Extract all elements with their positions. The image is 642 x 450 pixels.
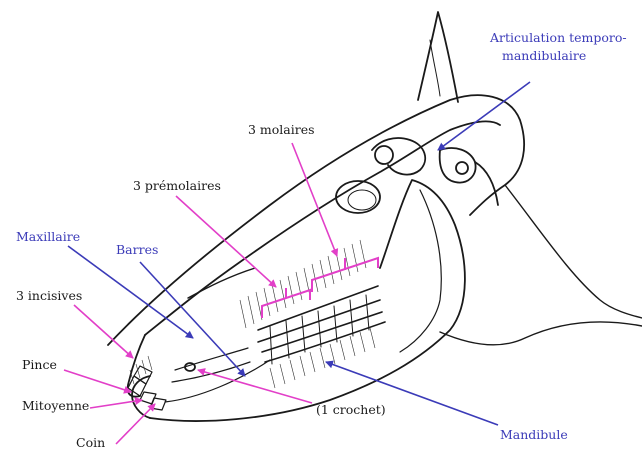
articulation-arrow xyxy=(438,82,530,150)
label-barres: Barres xyxy=(116,242,158,257)
skull-bone xyxy=(145,121,500,335)
label-crochet: (1 crochet) xyxy=(316,402,386,417)
pince-arrow xyxy=(64,370,131,392)
tooth-group-brackets xyxy=(262,258,378,318)
skull-drawing xyxy=(108,12,642,421)
label-incisives: 3 incisives xyxy=(16,288,82,303)
ear-outline xyxy=(418,12,458,102)
label-pince: Pince xyxy=(22,357,57,372)
labels: Articulation temporo- mandibulaire 3 mol… xyxy=(16,30,627,450)
molaires-arrow xyxy=(292,143,337,256)
coin-arrow xyxy=(116,404,155,444)
label-coin: Coin xyxy=(76,435,105,450)
orbit xyxy=(336,181,380,213)
label-mandibule: Mandibule xyxy=(500,427,568,442)
maxillaire-arrow xyxy=(68,246,193,338)
premolaires-arrow xyxy=(176,196,276,287)
label-maxillaire: Maxillaire xyxy=(16,229,80,244)
crochet-arrow xyxy=(198,370,312,403)
label-premolaires: 3 prémolaires xyxy=(133,178,221,193)
label-articulation-line2: mandibulaire xyxy=(502,48,586,63)
label-mitoyenne: Mitoyenne xyxy=(22,398,89,413)
label-molaires: 3 molaires xyxy=(248,122,315,137)
label-articulation-line1: Articulation temporo- xyxy=(489,30,627,45)
barres-arrow xyxy=(140,262,245,376)
incisives-arrow xyxy=(74,305,133,358)
